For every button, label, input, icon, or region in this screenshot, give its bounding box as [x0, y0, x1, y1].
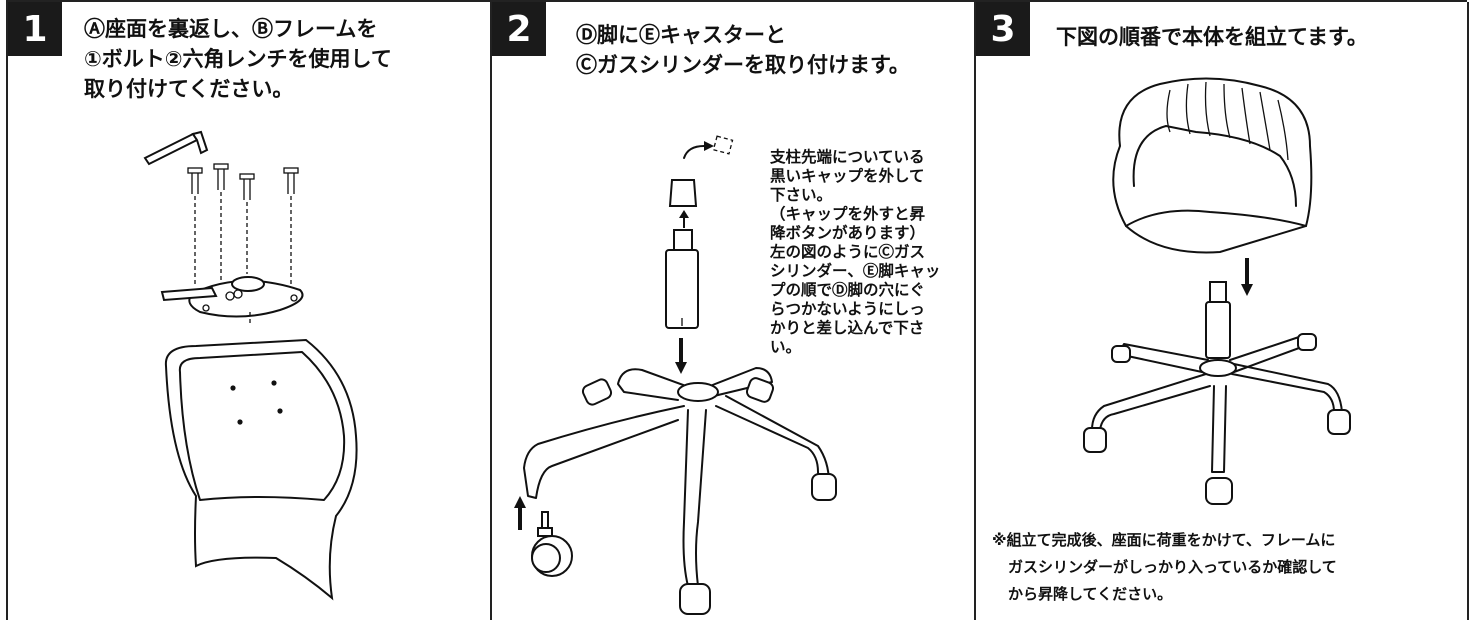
step-2-note: 支柱先端についている 黒いキャップを外して 下さい。 （キャップを外すと昇 降ボ… — [770, 148, 980, 357]
step-2-panel: 2 Ⓓ脚にⒺキャスターと Ⓒガスシリンダーを取り付けます。 — [490, 2, 976, 620]
arrow-icon — [1241, 258, 1253, 296]
step-2-title: Ⓓ脚にⒺキャスターと Ⓒガスシリンダーを取り付けます。 — [576, 20, 976, 80]
step-1-title-line: ①ボルト②六角レンチを使用して — [84, 47, 392, 71]
step-1-title: Ⓐ座面を裏返し、Ⓑフレームを ①ボルト②六角レンチを使用して 取り付けてください… — [84, 14, 484, 104]
note-line: らつかないようにしっ — [770, 300, 925, 318]
step-3-number: 3 — [976, 2, 1030, 56]
note-line: 下さい。 — [770, 186, 833, 204]
step-2-number: 2 — [492, 2, 546, 56]
hex-wrench-icon — [143, 130, 209, 166]
seat-icon — [164, 338, 358, 601]
note-line: シリンダー、Ⓔ脚キャッ — [770, 262, 941, 280]
note-line: ガスシリンダーがしっかり入っているか確認して — [1008, 558, 1337, 576]
base-icon — [523, 367, 837, 615]
note-line: い。 — [770, 338, 802, 356]
chair-icon — [1112, 77, 1313, 254]
step-2-title-line: Ⓓ脚にⒺキャスターと — [576, 23, 786, 47]
step-3-title: 下図の順番で本体を組立てます。 — [1056, 22, 1466, 52]
step-1-panel: 1 Ⓐ座面を裏返し、Ⓑフレームを ①ボルト②六角レンチを使用して 取り付けてくだ… — [6, 2, 492, 620]
step-1-title-line: Ⓐ座面を裏返し、Ⓑフレームを — [84, 17, 378, 41]
note-line: 降ボタンがあります） — [770, 224, 926, 242]
note-line: ※組立て完成後、座面に荷重をかけて、フレームに — [992, 531, 1336, 549]
caster-icon — [581, 377, 837, 615]
note-line: から昇降してください。 — [1008, 585, 1173, 603]
bolt-icon — [187, 163, 299, 288]
gas-cylinder-icon — [665, 229, 699, 329]
instruction-sheet: 1 Ⓐ座面を裏返し、Ⓑフレームを ①ボルト②六角レンチを使用して 取り付けてくだ… — [6, 0, 1469, 620]
note-line: 支柱先端についている — [770, 148, 925, 166]
frame-plate-icon — [160, 276, 304, 326]
note-line: （キャップを外すと昇 — [770, 205, 926, 223]
note-line: 黒いキャップを外して — [770, 167, 925, 185]
step-3-title-line: 下図の順番で本体を組立てます。 — [1056, 25, 1368, 49]
note-line: プの順でⒹ脚の穴にぐ — [770, 281, 925, 299]
note-line: かりと差し込んで下さ — [770, 319, 925, 337]
step-2-title-line: Ⓒガスシリンダーを取り付けます。 — [576, 53, 910, 77]
base-icon — [1083, 281, 1351, 505]
step-1-number: 1 — [8, 2, 62, 56]
note-line: 左の図のようにⒸガス — [770, 243, 926, 261]
arrow-icon — [679, 210, 689, 228]
arrow-icon — [675, 338, 687, 374]
step-1-title-line: 取り付けてください。 — [84, 77, 294, 101]
caster-icon — [514, 496, 573, 577]
step-3-note: ※組立て完成後、座面に荷重をかけて、フレームに ガスシリンダーがしっかり入ってい… — [992, 527, 1462, 608]
step-3-panel: 3 下図の順番で本体を組立てます。 — [974, 2, 1469, 620]
cap-icon — [668, 135, 734, 207]
